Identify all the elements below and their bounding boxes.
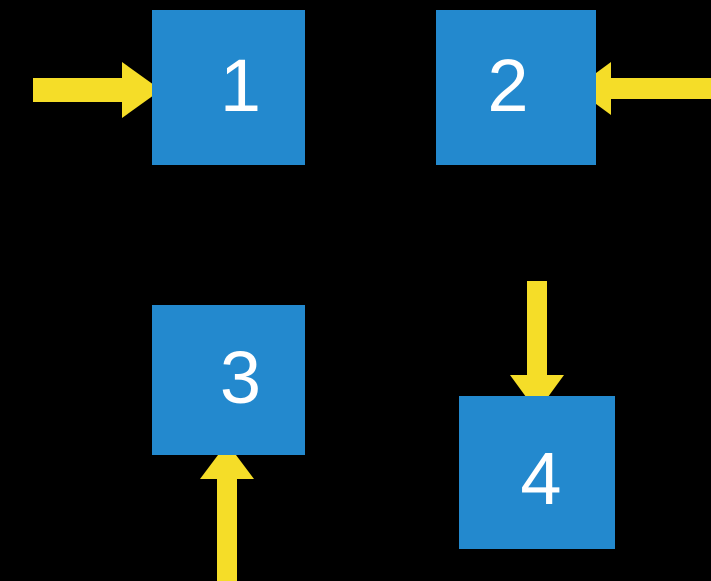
node-box-3[interactable]: 3 xyxy=(152,305,305,455)
node-box-2[interactable]: 2 xyxy=(436,10,596,165)
arrow-left-shape xyxy=(575,62,711,115)
node-label-4: 4 xyxy=(520,436,562,520)
node-box-1[interactable]: 1 xyxy=(152,10,305,165)
arrow-right-into-node-1 xyxy=(33,62,161,118)
arrow-down-shape xyxy=(510,281,564,412)
node-label-3: 3 xyxy=(219,336,262,419)
arrow-left-into-node-2 xyxy=(575,62,711,115)
arrow-up-shape xyxy=(200,443,254,581)
arrow-right-shape xyxy=(33,62,161,118)
arrow-down-into-node-4 xyxy=(510,281,564,412)
node-box-4[interactable]: 4 xyxy=(459,396,615,549)
node-label-2: 2 xyxy=(487,43,529,127)
arrow-up-into-node-3 xyxy=(200,443,254,581)
node-label-1: 1 xyxy=(219,43,262,127)
